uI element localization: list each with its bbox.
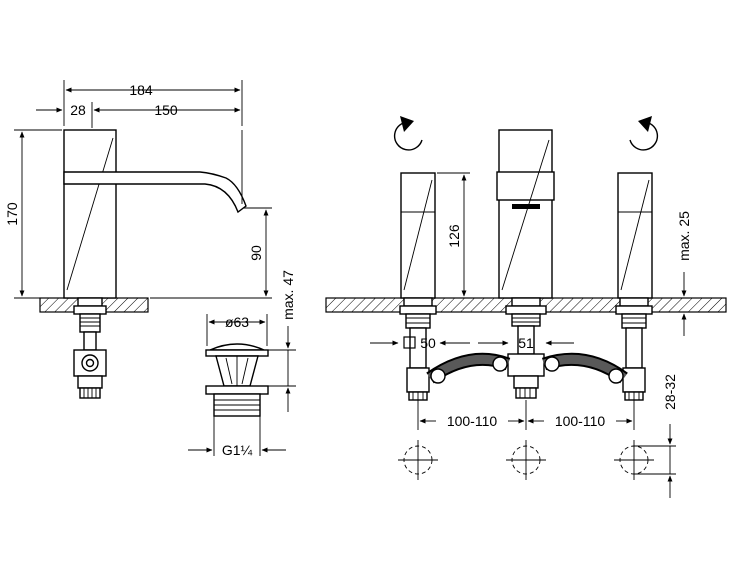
dim-150: 150 [154,102,178,118]
dim-184: 184 [129,82,153,98]
dim-170: 170 [4,202,20,226]
dim-51: 51 [518,335,534,351]
mounting-hole-center [506,440,546,480]
dim-max-47: max. 47 [280,270,296,320]
side-view: 184 28 150 170 90 [4,80,272,399]
mounting-hole-left [398,440,438,480]
dim-spacing-left: 100-110 [447,413,498,429]
right-handle [617,172,653,299]
dim-spacing-right: 100-110 [555,413,606,429]
dim-90: 90 [248,245,264,261]
front-view: 126 max. 25 50 51 100-110 100-110 [325,116,727,498]
dim-square-50: 50 [420,335,436,351]
dim-126: 126 [446,224,462,248]
dim-28: 28 [70,102,86,118]
dim-drain-thread: G1¼ [222,442,253,458]
drain-view: ø63 G1¼ max. 47 [188,270,296,458]
spout [63,171,247,214]
rotate-right-icon [629,121,659,151]
square-icon [403,336,416,349]
dim-drain-diameter: ø63 [225,314,249,330]
rotate-left-icon [393,121,423,151]
dim-max-25: max. 25 [676,211,692,261]
dim-hole-range: 28-32 [662,374,678,410]
